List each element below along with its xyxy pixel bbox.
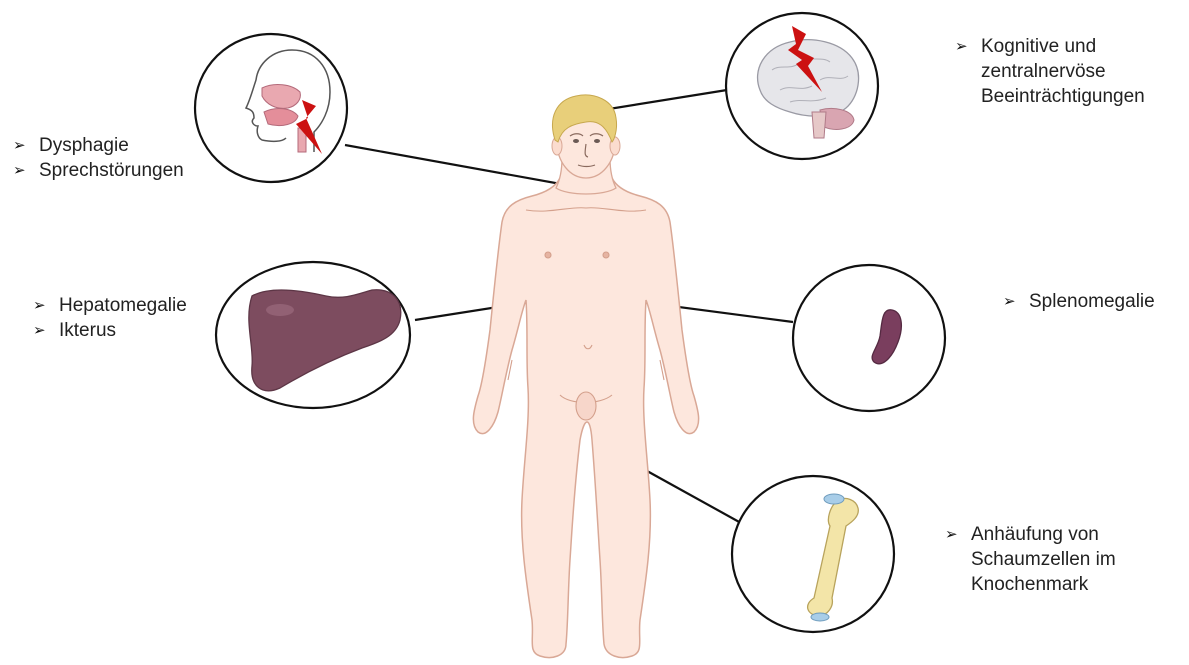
- bubble-outline: [793, 265, 945, 411]
- label-bone: ➢Anhäufung von Schaumzellen im Knochenma…: [945, 522, 1116, 597]
- human-body-figure: [473, 95, 698, 658]
- arrow-bullet-icon: ➢: [33, 318, 46, 343]
- list-item: ➢Splenomegalie: [1003, 289, 1155, 314]
- label-line: zentralnervöse: [955, 59, 1145, 84]
- label-spleen: ➢Splenomegalie: [1003, 289, 1155, 314]
- list-item: ➢Hepatomegalie: [33, 293, 187, 318]
- list-item: ➢Sprechstörungen: [13, 158, 184, 183]
- bone-tip-top: [824, 494, 844, 504]
- liver-highlight: [266, 304, 294, 316]
- label-line: Schaumzellen im: [945, 547, 1116, 572]
- arrow-bullet-icon: ➢: [33, 293, 46, 318]
- bubble-spleen: [793, 265, 945, 411]
- brainstem-icon: [812, 112, 826, 138]
- bubble-liver: [216, 262, 410, 408]
- bubble-brain: [726, 13, 878, 159]
- bubble-mouth-throat: [195, 34, 347, 182]
- list-item: ➢Kognitive und: [955, 34, 1145, 59]
- list-item: ➢Ikterus: [33, 318, 187, 343]
- arrow-bullet-icon: ➢: [945, 522, 958, 547]
- list-item: ➢Anhäufung von: [945, 522, 1116, 547]
- bubble-bone: [732, 476, 894, 632]
- arrow-bullet-icon: ➢: [955, 34, 968, 59]
- connector-mouth: [345, 145, 572, 186]
- label-line: Knochenmark: [945, 572, 1116, 597]
- arrow-bullet-icon: ➢: [13, 133, 26, 158]
- bone-tip-bottom: [811, 613, 829, 621]
- label-mouth: ➢Dysphagie ➢Sprechstörungen: [13, 133, 184, 183]
- arrow-bullet-icon: ➢: [13, 158, 26, 183]
- arrow-bullet-icon: ➢: [1003, 289, 1016, 314]
- label-liver: ➢Hepatomegalie ➢Ikterus: [33, 293, 187, 343]
- label-brain: ➢Kognitive und zentralnervöse Beeinträch…: [955, 34, 1145, 109]
- list-item: ➢Dysphagie: [13, 133, 184, 158]
- label-line: Beeinträchtigungen: [955, 84, 1145, 109]
